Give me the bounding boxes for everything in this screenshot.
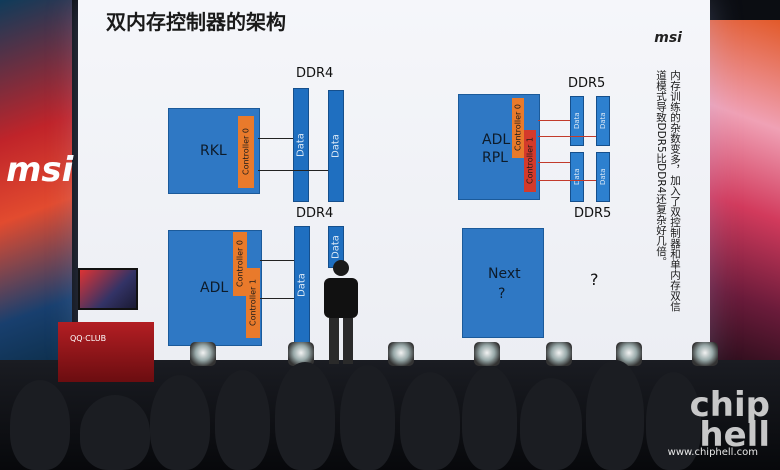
next-label: Next	[488, 266, 521, 282]
adl-label: ADL	[200, 280, 229, 296]
audience-member	[215, 370, 270, 470]
ddr5-data-1: Data	[570, 96, 584, 146]
arrow-ddr5-4	[538, 180, 596, 181]
arrow-ddr5-2	[538, 136, 596, 137]
arrow-adl-data2	[260, 298, 294, 299]
audience-member	[340, 365, 395, 470]
adl-controller-1: Controller 1	[246, 268, 260, 338]
watermark-line-1: chip	[689, 385, 770, 425]
left-banner-logo: msi	[6, 150, 74, 190]
audience-member	[275, 362, 335, 470]
ddr4-data-1: Data	[293, 88, 309, 202]
unknown-memory: ?	[590, 270, 599, 289]
audience-member	[150, 375, 210, 470]
left-banner: msi	[0, 0, 74, 380]
stage-light	[474, 342, 500, 366]
next-block	[462, 228, 544, 338]
audience-member	[586, 360, 644, 470]
next-question: ?	[498, 286, 506, 302]
ddr5-controller-0: Controller 0	[512, 98, 524, 158]
arrow-ddr5-1	[538, 120, 570, 121]
rkl-label: RKL	[200, 143, 227, 159]
ddr4-data-3: Data	[294, 226, 310, 344]
arrow-ddr5-3	[538, 162, 570, 163]
arrow-rkl-data1	[258, 138, 293, 139]
ddr5-data-3: Data	[570, 152, 584, 202]
audience-member	[80, 395, 150, 470]
stage-light	[190, 342, 216, 366]
right-banner	[710, 20, 780, 360]
chiphell-watermark: chip hell	[689, 385, 770, 455]
ddr5-data-2: Data	[596, 96, 610, 146]
audience-member	[646, 372, 701, 470]
podium-label: QQ·CLUB	[70, 334, 107, 343]
ddr5-data-4: Data	[596, 152, 610, 202]
speaker-person	[324, 260, 358, 364]
ddr5-label-top: DDR5	[568, 76, 606, 91]
stage-light	[546, 342, 572, 366]
projected-slide: 双内存控制器的架构 msi DDR4 RKL Controller 0 Data…	[78, 0, 710, 368]
watermark-line-2: hell	[699, 415, 770, 455]
stage-light	[388, 342, 414, 366]
audience-member	[520, 378, 582, 470]
arrow-rkl-data2	[258, 170, 328, 171]
audience-member	[462, 366, 517, 470]
ddr4-label-top: DDR4	[296, 66, 334, 81]
side-note: 内存训练的杂数变多，加入了双控制器和单内存双信道模式导致DDR5比DDR4还复杂…	[655, 70, 681, 312]
adl-rpl-label-1: ADL	[482, 132, 511, 148]
ddr4-data-2: Data	[328, 90, 344, 202]
ddr4-label-bottom: DDR4	[296, 206, 334, 221]
stage-light	[692, 342, 718, 366]
audience-member	[400, 372, 460, 470]
adl-controller-0: Controller 0	[233, 232, 247, 296]
watermark-site: www.chiphell.com	[667, 447, 758, 458]
slide-title: 双内存控制器的架构	[106, 10, 286, 34]
ddr5-controller-1: Controller 1	[524, 130, 536, 192]
rkl-controller-0: Controller 0	[238, 116, 254, 188]
display-monitor	[78, 268, 138, 310]
podium	[58, 322, 154, 382]
msi-logo: msi	[654, 30, 682, 46]
ddr5-label-bottom: DDR5	[574, 206, 612, 221]
adl-rpl-label-2: RPL	[482, 150, 508, 166]
audience-member	[10, 380, 70, 470]
arrow-adl-data1	[260, 260, 294, 261]
